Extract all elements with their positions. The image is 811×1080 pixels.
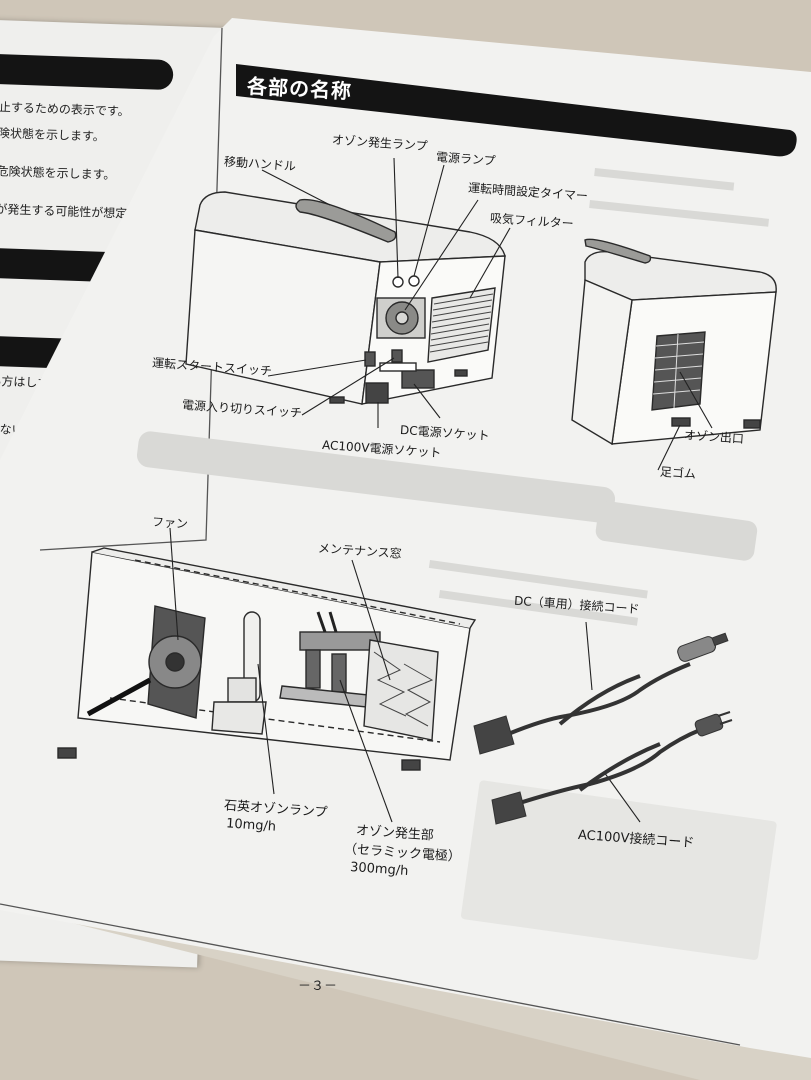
label-rubber-feet: 足ゴム bbox=[659, 464, 697, 482]
leader-lines-top bbox=[261, 157, 713, 471]
bleed-through-text bbox=[136, 168, 777, 960]
section-title: 各部の名称 bbox=[246, 73, 353, 104]
section-title-bar bbox=[236, 64, 797, 157]
unit-back-illustration bbox=[571, 238, 777, 446]
label-fan: ファン bbox=[151, 514, 189, 532]
leader-lines-bottom bbox=[169, 527, 641, 823]
cords-illustration bbox=[473, 632, 733, 825]
page-number: －３－ bbox=[298, 979, 338, 994]
cutaway-illustration bbox=[57, 547, 477, 771]
unit-front-illustration bbox=[185, 191, 506, 405]
